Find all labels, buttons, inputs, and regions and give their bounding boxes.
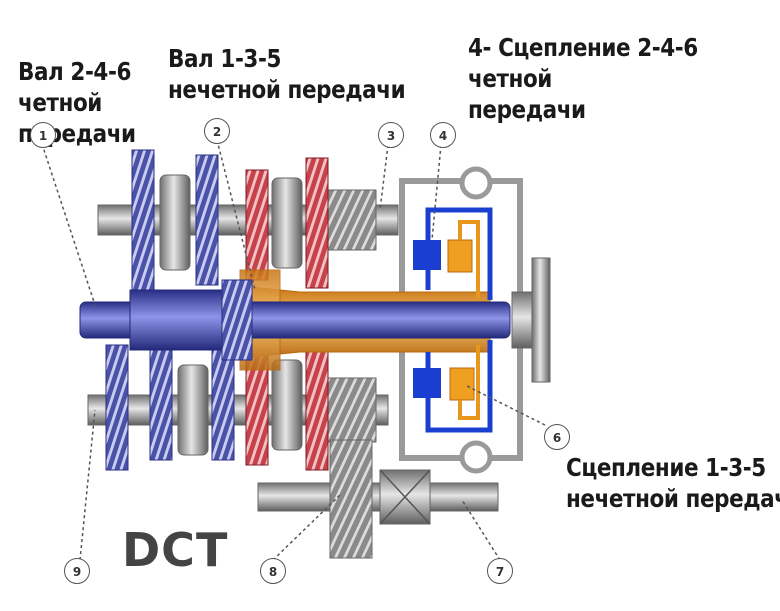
callout-2: 2 (204, 118, 230, 144)
dct-title: DCT (122, 523, 229, 577)
label-clutch-odd: Сцепление 1-3-5 нечетной передачи (566, 453, 780, 513)
clutch-even (413, 207, 493, 300)
callout-lines (41, 139, 546, 561)
label-shaft-odd: Вал 1-3-5 нечетной передачи (168, 44, 406, 104)
callout-3: 3 (378, 122, 404, 148)
callout-6: 6 (544, 424, 570, 450)
callout-1: 1 (30, 122, 56, 148)
output-shaft (257, 469, 499, 525)
upper-gears (131, 149, 329, 291)
callout-7: 7 (487, 558, 513, 584)
lower-gears (105, 344, 329, 471)
clutch-odd (413, 340, 493, 433)
input-shaft (79, 279, 511, 361)
flywheel (511, 257, 551, 383)
callout-8: 8 (260, 558, 286, 584)
label-clutch-even: 4- Сцепление 2-4-6 четной передачи (468, 33, 698, 124)
lower-countershaft (87, 377, 389, 443)
callout-9: 9 (64, 558, 90, 584)
callout-4: 4 (430, 122, 456, 148)
output-gear (329, 439, 373, 559)
